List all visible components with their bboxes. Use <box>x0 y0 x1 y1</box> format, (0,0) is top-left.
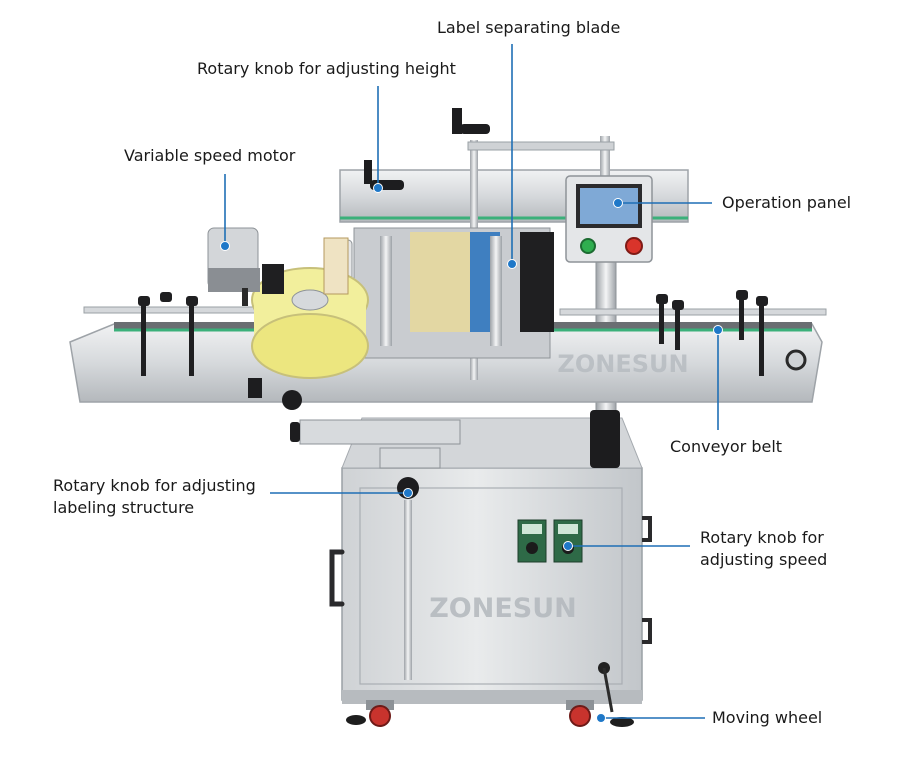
dot-moving-wheel <box>596 713 606 723</box>
callout-rotary-knob-labeling-line1: Rotary knob for adjusting <box>53 476 256 495</box>
dot-operation-panel <box>613 198 623 208</box>
cabinet-watermark: ZONESUN <box>429 593 577 624</box>
motor <box>207 227 260 306</box>
rail-knobs <box>138 290 768 376</box>
wheel-left <box>346 700 394 727</box>
dot-label-separating-blade <box>507 259 517 269</box>
callout-rotary-knob-speed-line1: Rotary knob for <box>700 528 824 547</box>
speed-controller-left <box>517 519 547 563</box>
wheel-right <box>566 700 634 727</box>
dot-rotary-knob-speed <box>563 541 573 551</box>
operation-panel <box>565 175 653 263</box>
labeling-adjustment-assembly <box>248 378 461 680</box>
conveyor-watermark: ZONESUN <box>557 350 688 378</box>
label-roll-holder <box>262 237 349 295</box>
callout-rotary-knob-labeling: Rotary knob for adjusting labeling struc… <box>53 475 256 519</box>
dot-conveyor-belt <box>713 325 723 335</box>
callout-label-separating-blade: Label separating blade <box>437 18 621 37</box>
callout-conveyor-belt: Conveyor belt <box>670 437 783 456</box>
dot-rotary-knob-height <box>373 183 383 193</box>
leader-lines <box>224 44 719 719</box>
dot-rotary-knob-labeling <box>403 488 413 498</box>
callout-rotary-knob-labeling-line2: labeling structure <box>53 498 195 517</box>
leader-dots <box>220 183 723 723</box>
top-crank <box>452 108 490 134</box>
callout-rotary-knob-speed: Rotary knob for adjusting speed <box>700 527 827 571</box>
callout-operation-panel: Operation panel <box>722 193 852 212</box>
callout-variable-speed-motor: Variable speed motor <box>124 146 296 165</box>
callout-moving-wheel: Moving wheel <box>712 708 823 727</box>
callout-rotary-knob-height: Rotary knob for adjusting height <box>197 59 456 78</box>
dot-variable-speed-motor <box>220 241 230 251</box>
power-switch <box>598 662 614 713</box>
callout-rotary-knob-speed-line2: adjusting speed <box>700 550 828 569</box>
